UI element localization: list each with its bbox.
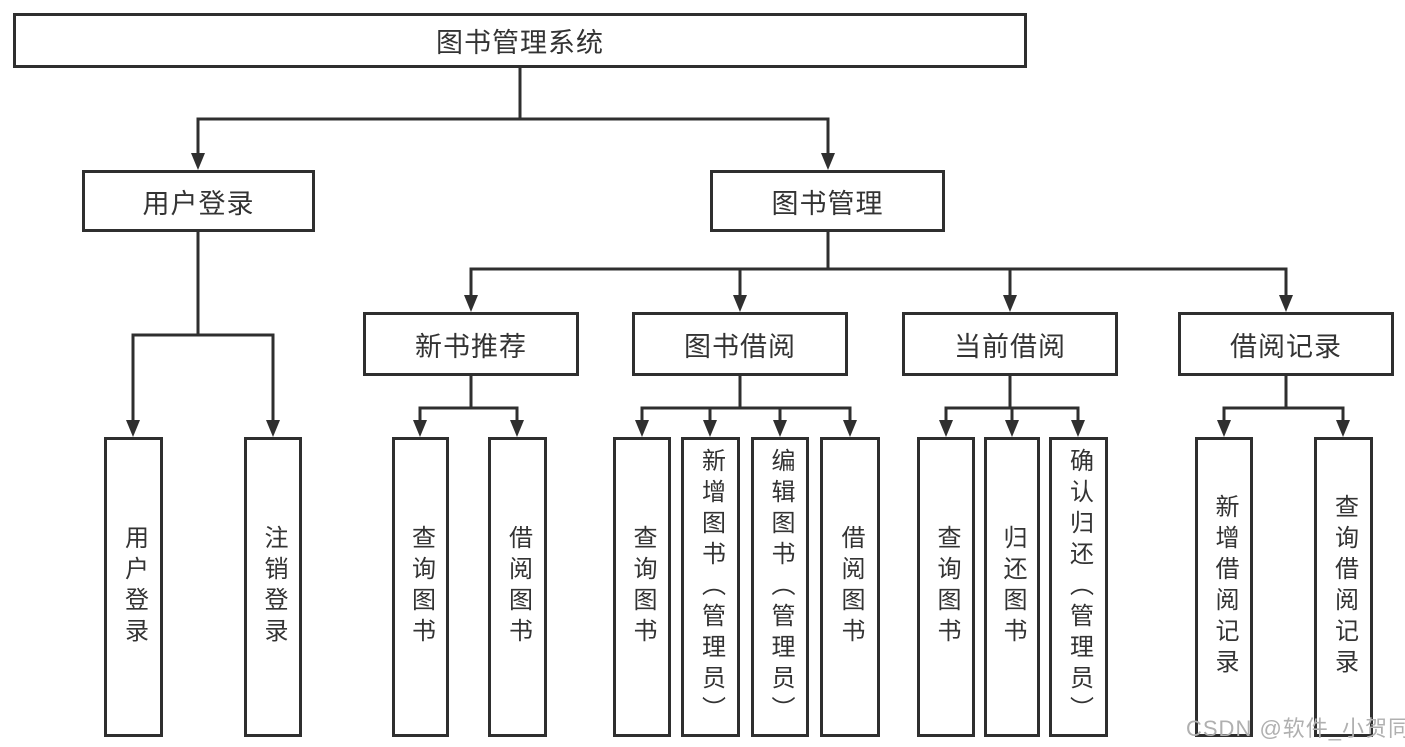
node-new-book-recommend: 新书推荐 (363, 312, 579, 376)
leaf-records-query-record: 查询借阅记录 (1314, 437, 1373, 737)
leaf-current-query-books: 查询图书 (917, 437, 975, 737)
leaf-user-login: 用户登录 (104, 437, 163, 737)
leaf-borrow-borrow-books: 借阅图书 (820, 437, 880, 737)
leaf-current-confirm-return-admin: 确认归还（管理员） (1049, 437, 1108, 737)
leaf-logout: 注销登录 (244, 437, 302, 737)
leaf-records-add-record: 新增借阅记录 (1195, 437, 1253, 737)
leaf-current-return-books: 归还图书 (984, 437, 1040, 737)
node-root: 图书管理系统 (13, 13, 1027, 68)
arrowheads (126, 153, 1350, 437)
node-user-login: 用户登录 (82, 170, 315, 232)
leaf-newbook-query-books: 查询图书 (392, 437, 449, 737)
leaf-borrow-query-books: 查询图书 (613, 437, 671, 737)
node-book-management: 图书管理 (710, 170, 945, 232)
node-book-borrow: 图书借阅 (632, 312, 848, 376)
node-current-borrow: 当前借阅 (902, 312, 1118, 376)
leaf-borrow-edit-books-admin: 编辑图书（管理员） (751, 437, 809, 737)
leaf-borrow-add-books-admin: 新增图书（管理员） (681, 437, 740, 737)
node-borrow-records: 借阅记录 (1178, 312, 1394, 376)
leaf-newbook-borrow-books: 借阅图书 (488, 437, 547, 737)
csdn-watermark: CSDN @软件_小贺同学 (1186, 716, 1405, 741)
